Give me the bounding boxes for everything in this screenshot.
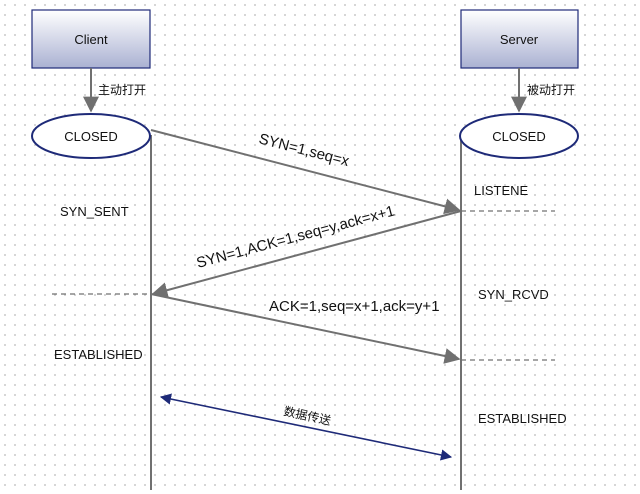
- server-state-established: ESTABLISHED: [478, 411, 567, 426]
- server-box: Server: [460, 9, 579, 69]
- client-box: Client: [31, 9, 151, 69]
- server-closed-label: CLOSED: [492, 129, 545, 144]
- client-state-established: ESTABLISHED: [54, 347, 143, 362]
- client-title: Client: [74, 32, 108, 47]
- server-title: Server: [500, 32, 539, 47]
- syn-label: SYN=1,seq=x: [257, 130, 351, 170]
- server-state-listene: LISTENE: [474, 183, 529, 198]
- server-state-syn-rcvd: SYN_RCVD: [478, 287, 549, 302]
- syn-ack-arrow: [151, 210, 462, 298]
- server-open-label: 被动打开: [527, 83, 575, 97]
- server-closed-state: CLOSED: [459, 113, 579, 159]
- client-closed-state: CLOSED: [31, 113, 151, 159]
- client-open-label: 主动打开: [98, 83, 146, 97]
- syn-arrow: [150, 129, 461, 215]
- ack-arrow: [150, 293, 461, 364]
- client-closed-label: CLOSED: [64, 129, 117, 144]
- ack-label: ACK=1,seq=x+1,ack=y+1: [269, 298, 440, 315]
- data-transfer-arrow: [159, 393, 453, 461]
- client-state-syn-sent: SYN_SENT: [60, 204, 129, 219]
